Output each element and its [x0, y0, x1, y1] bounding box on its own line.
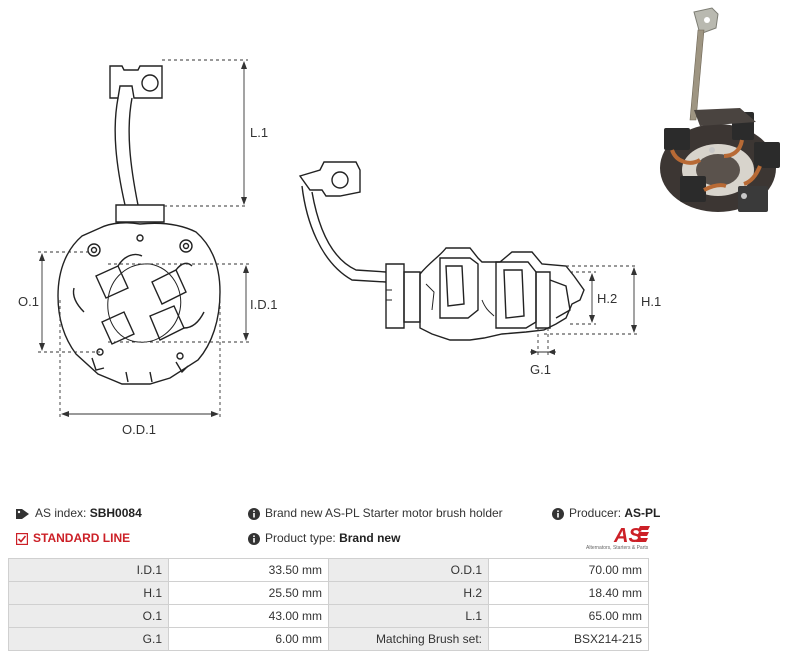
spec-value: 65.00 mm: [488, 604, 649, 628]
as-pl-logo: AS: [613, 525, 650, 547]
spec-label: O.1: [8, 604, 169, 628]
product-description: Brand new AS-PL Starter motor brush hold…: [248, 506, 503, 520]
product-type-value: Brand new: [339, 531, 401, 545]
label-od1: O.D.1: [122, 422, 156, 437]
as-index: AS index: SBH0084: [16, 506, 142, 520]
check-box-icon: [16, 532, 28, 545]
logo-subtext: Alternators, Starters & Parts: [586, 545, 649, 551]
product-type: Product type: Brand new: [248, 531, 400, 545]
spec-value: BSX214-215: [488, 627, 649, 651]
label-h1: H.1: [641, 294, 661, 309]
info-icon: [248, 507, 260, 520]
label-l1: L.1: [250, 125, 268, 140]
info-icon: [248, 532, 260, 545]
spec-label: Matching Brush set:: [328, 627, 489, 651]
table-row: I.D.1 33.50 mm O.D.1 70.00 mm: [8, 558, 649, 582]
label-id1: I.D.1: [250, 297, 277, 312]
svg-text:AS: AS: [613, 525, 642, 547]
front-view: [57, 65, 221, 385]
label-o1: O.1: [18, 294, 39, 309]
info-icon: [552, 507, 564, 520]
spec-label: O.D.1: [328, 558, 489, 582]
table-row: O.1 43.00 mm L.1 65.00 mm: [8, 604, 649, 628]
tag-icon: [16, 508, 29, 519]
table-row: G.1 6.00 mm Matching Brush set: BSX214-2…: [8, 627, 649, 651]
table-row: H.1 25.50 mm H.2 18.40 mm: [8, 581, 649, 605]
technical-drawing: L.1 O.1 I.D.1 O.D.1 H.1 H.2 G.1: [18, 2, 800, 437]
spec-label: H.2: [328, 581, 489, 605]
spec-value: 70.00 mm: [488, 558, 649, 582]
producer-value: AS-PL: [624, 506, 661, 520]
spec-label: H.1: [8, 581, 169, 605]
side-view: [298, 161, 585, 341]
label-h2: H.2: [597, 291, 617, 306]
spec-value: 18.40 mm: [488, 581, 649, 605]
product-photo: [654, 2, 800, 232]
producer: Producer: AS-PL: [552, 506, 660, 520]
spec-value: 25.50 mm: [168, 581, 329, 605]
spec-value: 43.00 mm: [168, 604, 329, 628]
spec-label: L.1: [328, 604, 489, 628]
as-index-value: SBH0084: [89, 506, 142, 520]
standard-line: STANDARD LINE: [16, 531, 130, 545]
label-g1: G.1: [530, 362, 551, 377]
spec-value: 33.50 mm: [168, 558, 329, 582]
spec-label: I.D.1: [8, 558, 169, 582]
specs-table: I.D.1 33.50 mm O.D.1 70.00 mm H.1 25.50 …: [8, 558, 649, 651]
spec-label: G.1: [8, 627, 169, 651]
spec-value: 6.00 mm: [168, 627, 329, 651]
